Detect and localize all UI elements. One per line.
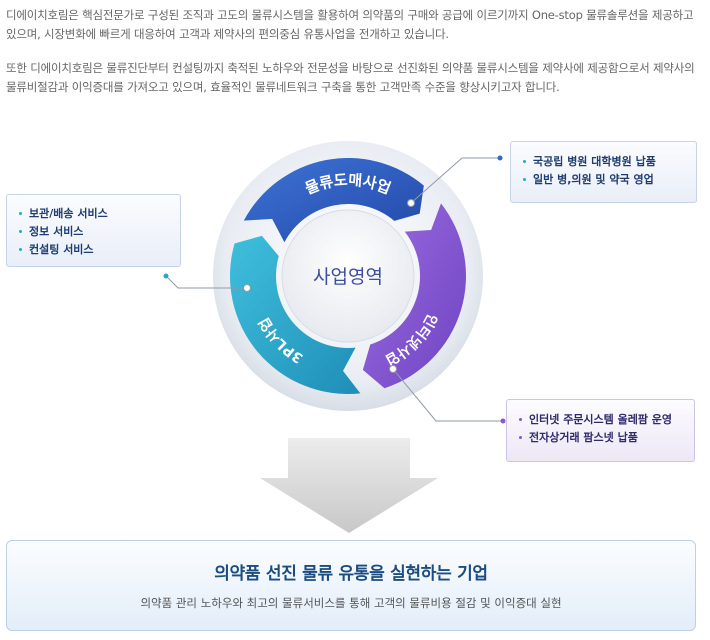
- center-label: 사업영역: [313, 266, 383, 288]
- banner-subtitle: 의약품 관리 노하우와 최고의 물류서비스를 통해 고객의 물류비용 절감 및 …: [140, 596, 562, 610]
- dot-wholesale-end: [497, 155, 503, 161]
- callout-internet-item: 전자상거래 팜스넷 납품: [519, 429, 684, 447]
- callout-internet-item: 인터넷 주문시스템 올레팜 운영: [519, 411, 684, 429]
- segment-internet[interactable]: [362, 203, 466, 389]
- dot-tpl-start: [243, 284, 251, 292]
- callout-wholesale: 국공립 병원 대학병원 납품 일반 병,의원 및 약국 영업: [510, 141, 697, 203]
- center-circle: [281, 209, 415, 343]
- segment-wholesale[interactable]: [243, 157, 424, 243]
- connectors: [165, 157, 503, 422]
- segment-tpl[interactable]: [230, 235, 361, 394]
- down-arrow-icon: [260, 438, 438, 533]
- callout-wholesale-item: 일반 병,의원 및 약국 영업: [523, 171, 686, 189]
- business-area-diagram: 물류도매사업 인터넷사업 3PL사업 사업영역: [163, 141, 506, 533]
- callout-tpl-item: 정보 서비스: [19, 223, 170, 241]
- callout-tpl: 보관/배송 서비스 정보 서비스 컨설팅 서비스: [6, 194, 181, 267]
- intro-text: 디에이치호림은 핵심전문가로 구성된 조직과 고도의 물류시스템을 활용하여 의…: [6, 6, 706, 112]
- dot-tpl-end: [163, 273, 169, 279]
- callout-tpl-item: 보관/배송 서비스: [19, 205, 170, 223]
- intro-paragraph-1: 디에이치호림은 핵심전문가로 구성된 조직과 고도의 물류시스템을 활용하여 의…: [6, 8, 694, 41]
- dot-internet-start: [389, 365, 397, 373]
- banner-title: 의약품 선진 물류 유통을 실현하는 기업: [214, 564, 488, 584]
- callout-internet: 인터넷 주문시스템 올레팜 운영 전자상거래 팜스넷 납품: [506, 399, 695, 462]
- summary-banner: 의약품 선진 물류 유통을 실현하는 기업 의약품 관리 노하우와 최고의 물류…: [6, 540, 696, 631]
- connector-dots: [163, 155, 506, 424]
- callout-tpl-item: 컨설팅 서비스: [19, 241, 170, 259]
- connector-tpl: [165, 275, 247, 289]
- connector-wholesale: [410, 157, 500, 204]
- dot-internet-end: [500, 418, 506, 424]
- intro-paragraph-2: 또한 디에이치호림은 물류진단부터 컨설팅까지 축적된 노하우와 전문성을 바탕…: [6, 61, 695, 94]
- dot-wholesale-start: [407, 199, 415, 207]
- connector-internet: [392, 368, 503, 422]
- callout-wholesale-item: 국공립 병원 대학병원 납품: [523, 153, 686, 171]
